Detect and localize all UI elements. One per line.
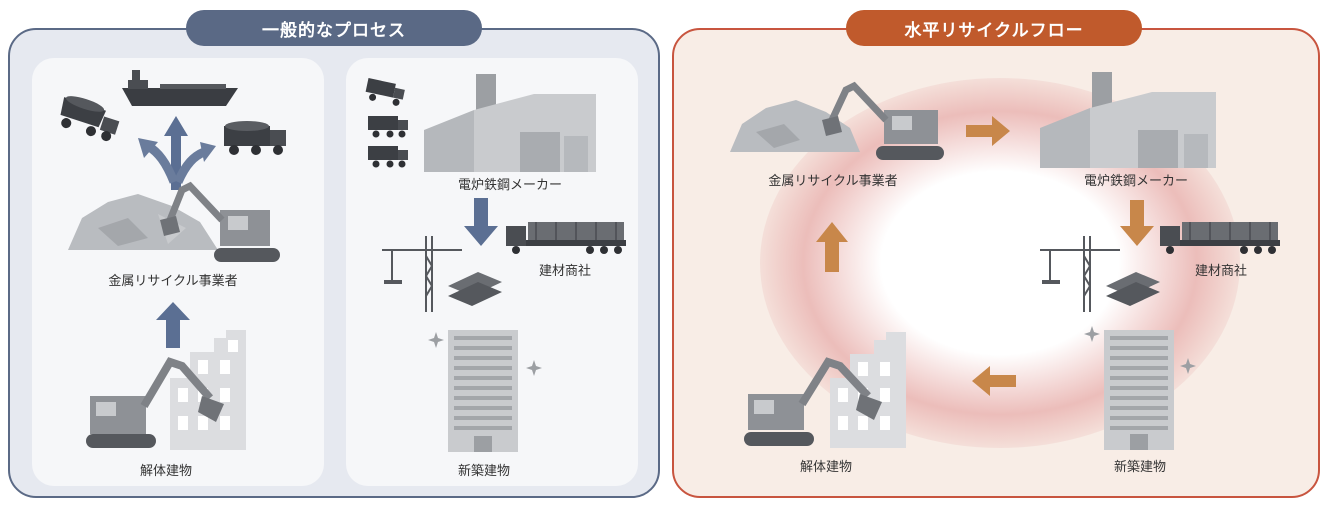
new-building-label: 新築建物: [457, 464, 510, 479]
building-icon: [1104, 330, 1174, 450]
factory-icon: [424, 74, 596, 172]
recycler-label: 金属リサイクル事業者: [108, 274, 238, 289]
excavator-icon: [86, 357, 224, 448]
demolition-label: 解体建物: [799, 460, 852, 475]
steelmaker-label: 電炉鉄鋼メーカー: [457, 178, 562, 193]
factory-icon: [1040, 72, 1216, 168]
excavator-icon: [744, 357, 882, 446]
arrow-right-icon: [966, 116, 1010, 146]
steelmaker-label: 電炉鉄鋼メーカー: [1083, 174, 1188, 189]
ship-icon: [122, 70, 238, 106]
crane-icon: [382, 236, 462, 312]
flatbed-truck-icon: [1160, 222, 1280, 254]
dump-truck-icon: [368, 116, 408, 138]
dump-truck-icon: [365, 78, 405, 106]
sparkle-icon: [1180, 358, 1196, 374]
sparkle-icon: [526, 360, 542, 376]
dump-truck-icon: [224, 121, 286, 155]
dealer-label: 建材商社: [1194, 264, 1247, 279]
flatbed-truck-icon: [506, 222, 626, 254]
steel-beams-icon: [1106, 272, 1160, 306]
new-building-label: 新築建物: [1113, 460, 1166, 475]
recycler-label: 金属リサイクル事業者: [768, 174, 898, 189]
arrow-up-icon: [156, 302, 190, 348]
arrow-down-icon: [464, 198, 498, 246]
excavator-icon: [160, 181, 280, 262]
arrow-up-icon: [816, 222, 848, 272]
arrow-down-icon: [1120, 200, 1154, 246]
demolition-label: 解体建物: [139, 464, 192, 479]
distribution-arrows-icon: [138, 116, 216, 190]
horizontal-recycling-title: 水平リサイクルフロー: [846, 10, 1142, 46]
sparkle-icon: [428, 332, 444, 348]
steel-beams-icon: [448, 272, 502, 306]
arrow-left-icon: [972, 366, 1016, 396]
crane-icon: [1040, 236, 1120, 312]
dump-truck-icon: [368, 146, 408, 168]
sparkle-icon: [1084, 326, 1100, 342]
scrap-pile-icon: [730, 100, 860, 152]
dealer-label: 建材商社: [538, 264, 591, 279]
general-process-title: 一般的なプロセス: [186, 10, 482, 46]
building-icon: [448, 330, 518, 452]
excavator-icon: [822, 81, 944, 160]
dump-truck-icon: [60, 96, 120, 142]
